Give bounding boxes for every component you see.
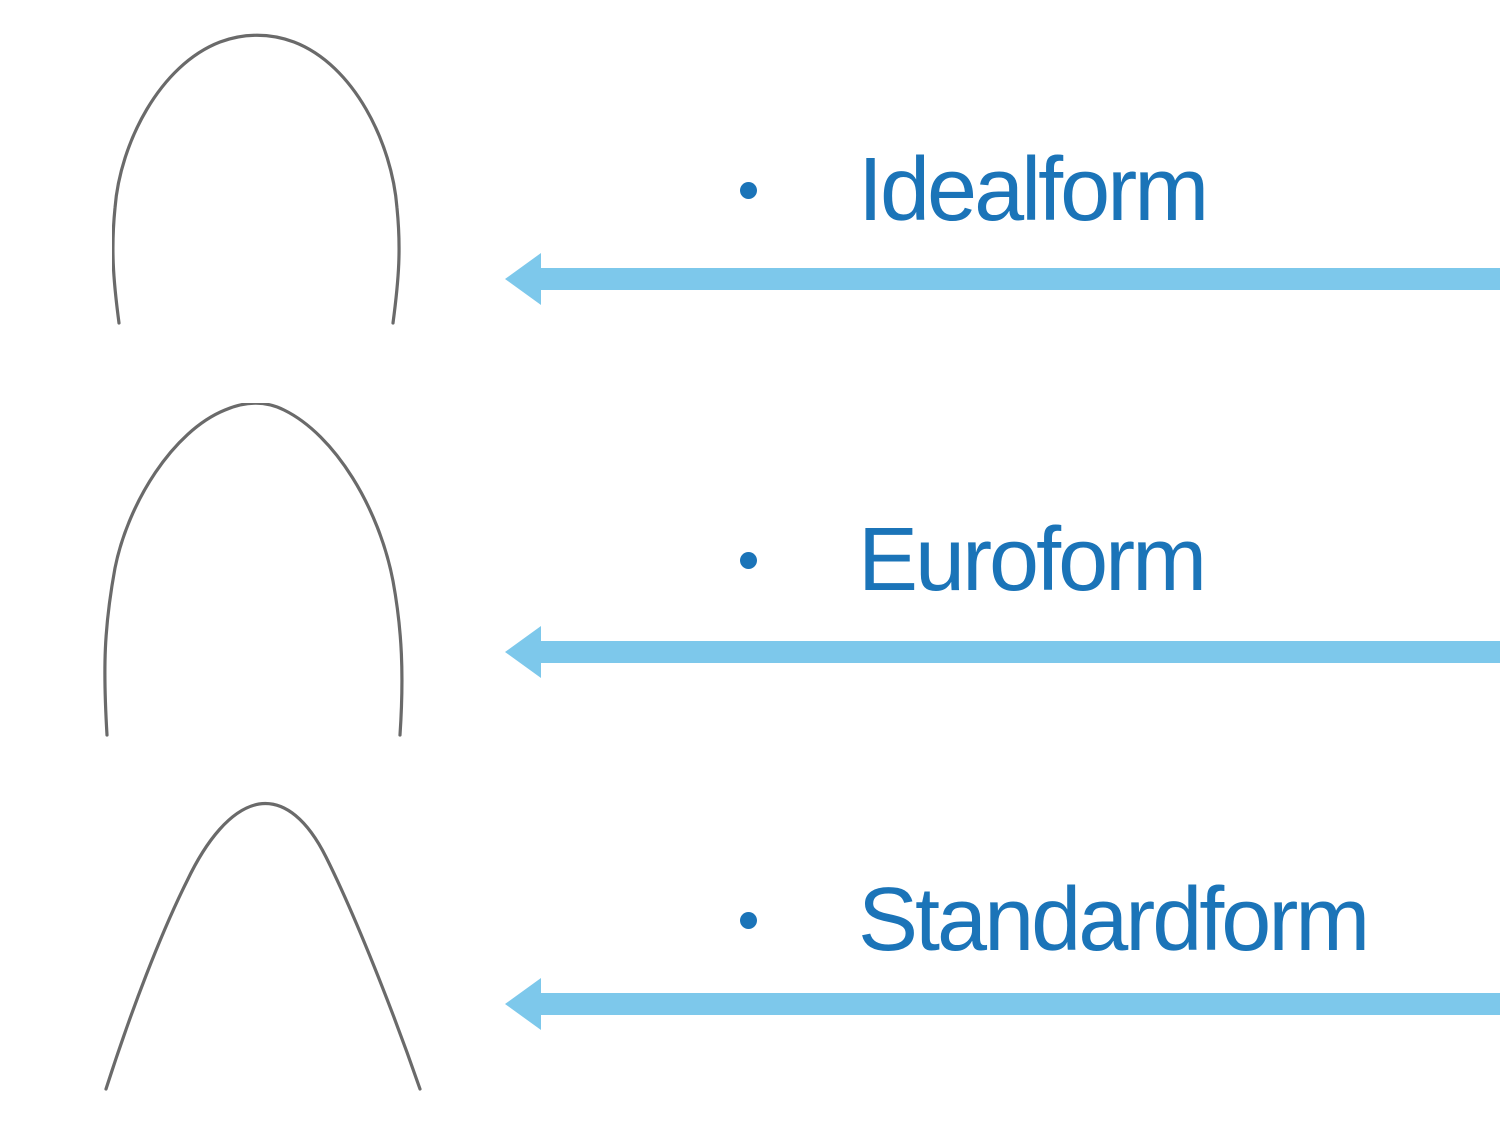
left-arrow-icon (505, 626, 1500, 678)
standardform-archwire-figure (104, 801, 422, 1091)
list-item-idealform: Idealform (740, 140, 1209, 240)
idealform-archwire-figure (112, 33, 401, 325)
standardform-label: Standardform (858, 870, 1370, 970)
bullet-icon (740, 551, 757, 569)
list-item-standardform: Standardform (740, 870, 1370, 970)
euroform-archwire-figure (103, 403, 404, 737)
idealform-label: Idealform (858, 140, 1209, 240)
bullet-icon (740, 181, 757, 199)
left-arrow-icon (505, 978, 1500, 1030)
list-item-euroform: Euroform (740, 510, 1207, 610)
left-arrow-icon (505, 253, 1500, 305)
bullet-icon (740, 911, 757, 929)
euroform-label: Euroform (858, 510, 1207, 610)
